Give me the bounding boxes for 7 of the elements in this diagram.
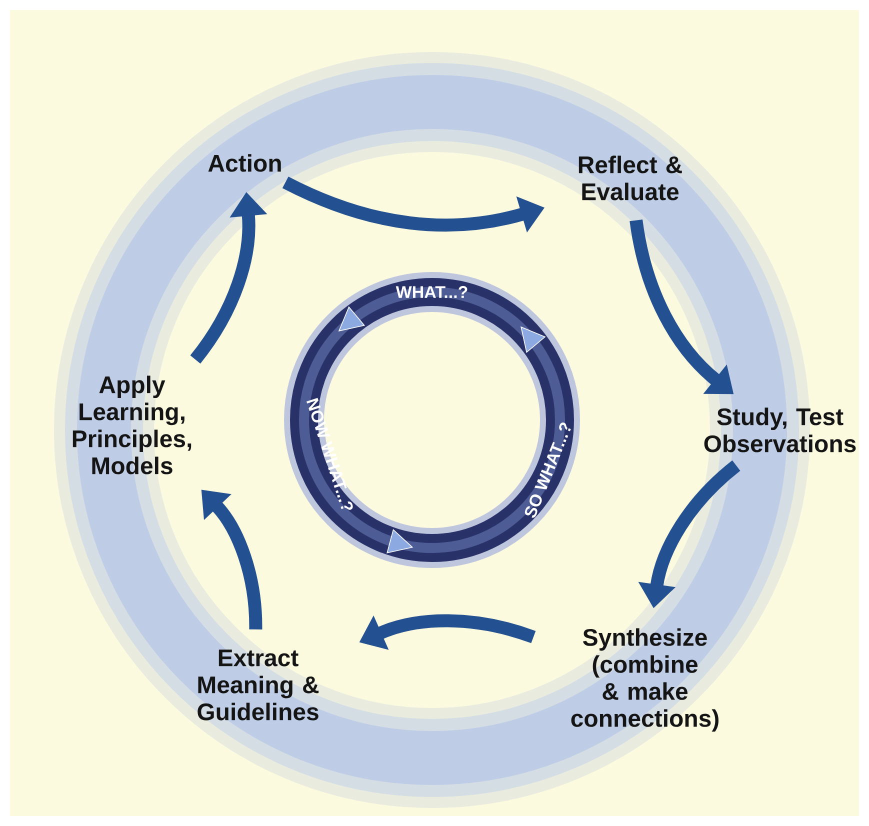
step-label: Reflect & Evaluate (578, 156, 682, 200)
step-label: Synthesize (combine & make connections) (571, 628, 718, 732)
ring-label: WHAT...? (396, 286, 468, 298)
step-label: Extract Meaning & Guidelines (198, 650, 319, 720)
step-label: Apply Learning, Principles, Models (72, 376, 192, 474)
step-label: Action (208, 154, 281, 172)
step-label: Study, Test Observations (704, 408, 856, 452)
